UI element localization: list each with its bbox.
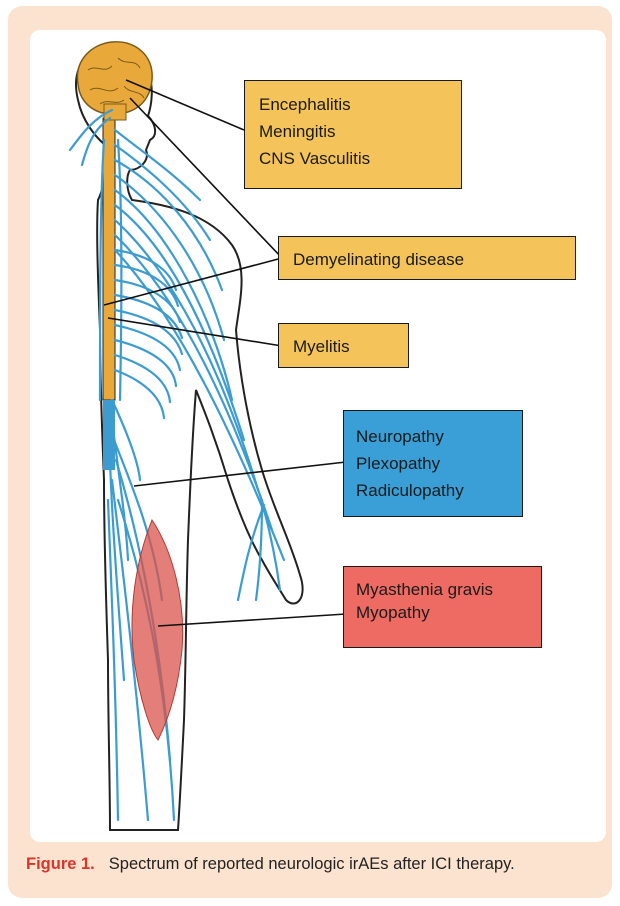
brain <box>77 42 152 114</box>
brain-conditions-box: Encephalitis Meningitis CNS Vasculitis <box>244 80 462 189</box>
demyelinating-box: Demyelinating disease <box>278 236 576 280</box>
myopathy-label: Myopathy <box>356 602 541 625</box>
myelitis-box: Myelitis <box>278 323 409 368</box>
encephalitis-label: Encephalitis <box>259 91 461 118</box>
spinal-cord <box>103 118 115 400</box>
figure-caption-text: Spectrum of reported neurologic irAEs af… <box>109 855 515 873</box>
nerves <box>70 110 284 820</box>
myasthenia-gravis-label: Myasthenia gravis <box>356 579 541 602</box>
myelitis-label: Myelitis <box>293 333 408 360</box>
figure-number: Figure 1. <box>26 855 95 873</box>
meningitis-label: Meningitis <box>259 118 461 145</box>
plexopathy-label: Plexopathy <box>356 450 522 477</box>
peripheral-nerve-box: Neuropathy Plexopathy Radiculopathy <box>343 410 523 517</box>
radiculopathy-label: Radiculopathy <box>356 477 522 504</box>
muscle-box: Myasthenia gravis Myopathy <box>343 566 542 648</box>
figure-caption: Figure 1. Spectrum of reported neurologic… <box>26 855 515 874</box>
neuropathy-label: Neuropathy <box>356 423 522 450</box>
demyelinating-label: Demyelinating disease <box>293 246 575 273</box>
cns-vasculitis-label: CNS Vasculitis <box>259 145 461 172</box>
